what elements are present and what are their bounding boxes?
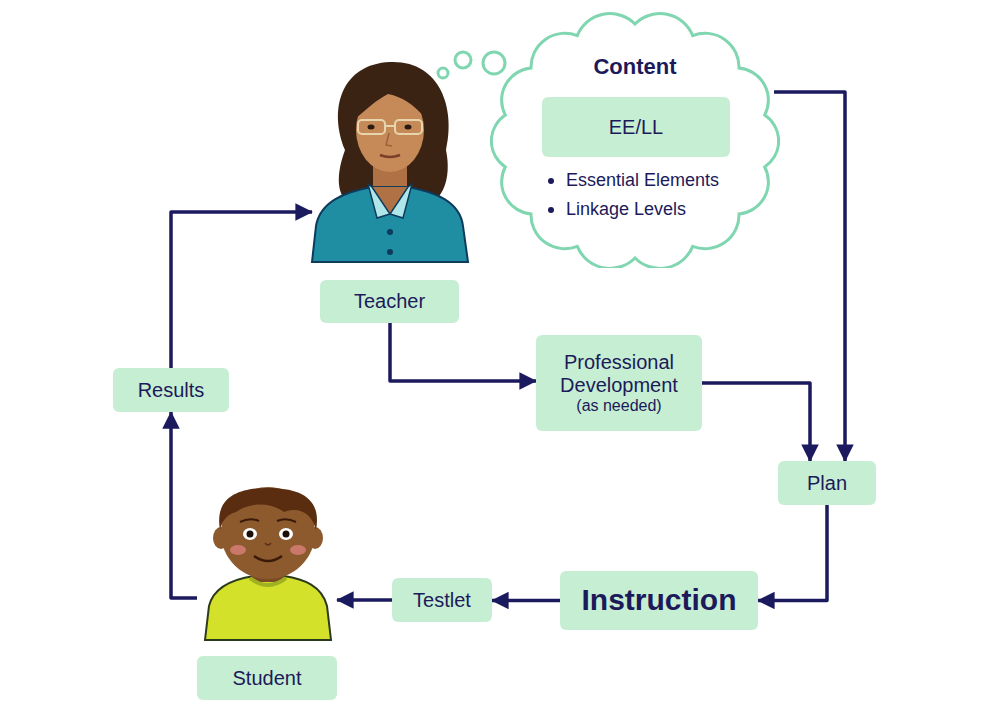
box-note: (as needed)	[570, 397, 667, 415]
teacher-node: Teacher	[312, 40, 468, 323]
box-label: Results	[132, 379, 211, 402]
box-label: Plan	[801, 472, 853, 495]
process-box: Results	[113, 368, 229, 412]
box-label: Professional Development	[536, 351, 702, 397]
bullet-row: Essential Elements	[490, 166, 780, 195]
process-box: Plan	[778, 461, 876, 505]
name-label: Teacher	[320, 280, 459, 323]
flow-arrow	[758, 505, 827, 601]
bullet-text: Linkage Levels	[566, 199, 686, 220]
cloud-shape	[491, 14, 778, 268]
box-label: Student	[227, 667, 308, 690]
bullet-row: Linkage Levels	[490, 195, 780, 224]
teacher-figure	[312, 62, 468, 262]
flow-arrow	[492, 599, 560, 603]
box-label: Teacher	[348, 290, 431, 313]
box-label: EE/LL	[603, 116, 669, 139]
flow-arrow	[390, 323, 536, 381]
flow-arrow	[171, 212, 312, 368]
process-box: Instruction	[560, 571, 758, 630]
flow-arrow	[337, 598, 392, 602]
box-label: Testlet	[407, 589, 477, 612]
flow-arrow	[171, 412, 197, 598]
process-box: Testlet	[392, 578, 492, 622]
student-figure	[205, 487, 331, 640]
box-label: Instruction	[576, 583, 743, 618]
cloud-heading: Content	[490, 54, 780, 80]
bullet-text: Essential Elements	[566, 170, 719, 191]
name-label: Student	[197, 656, 337, 700]
bullet-dot	[548, 178, 554, 184]
student-node: Student	[197, 490, 337, 700]
content-box: EE/LL	[542, 97, 730, 157]
process-box: Professional Development(as needed)	[536, 335, 702, 431]
content-cloud: ContentEssential ElementsLinkage Levels E…	[490, 10, 780, 268]
thought-bubbles	[438, 52, 505, 78]
flow-arrow	[702, 383, 810, 461]
bullet-dot	[548, 207, 554, 213]
